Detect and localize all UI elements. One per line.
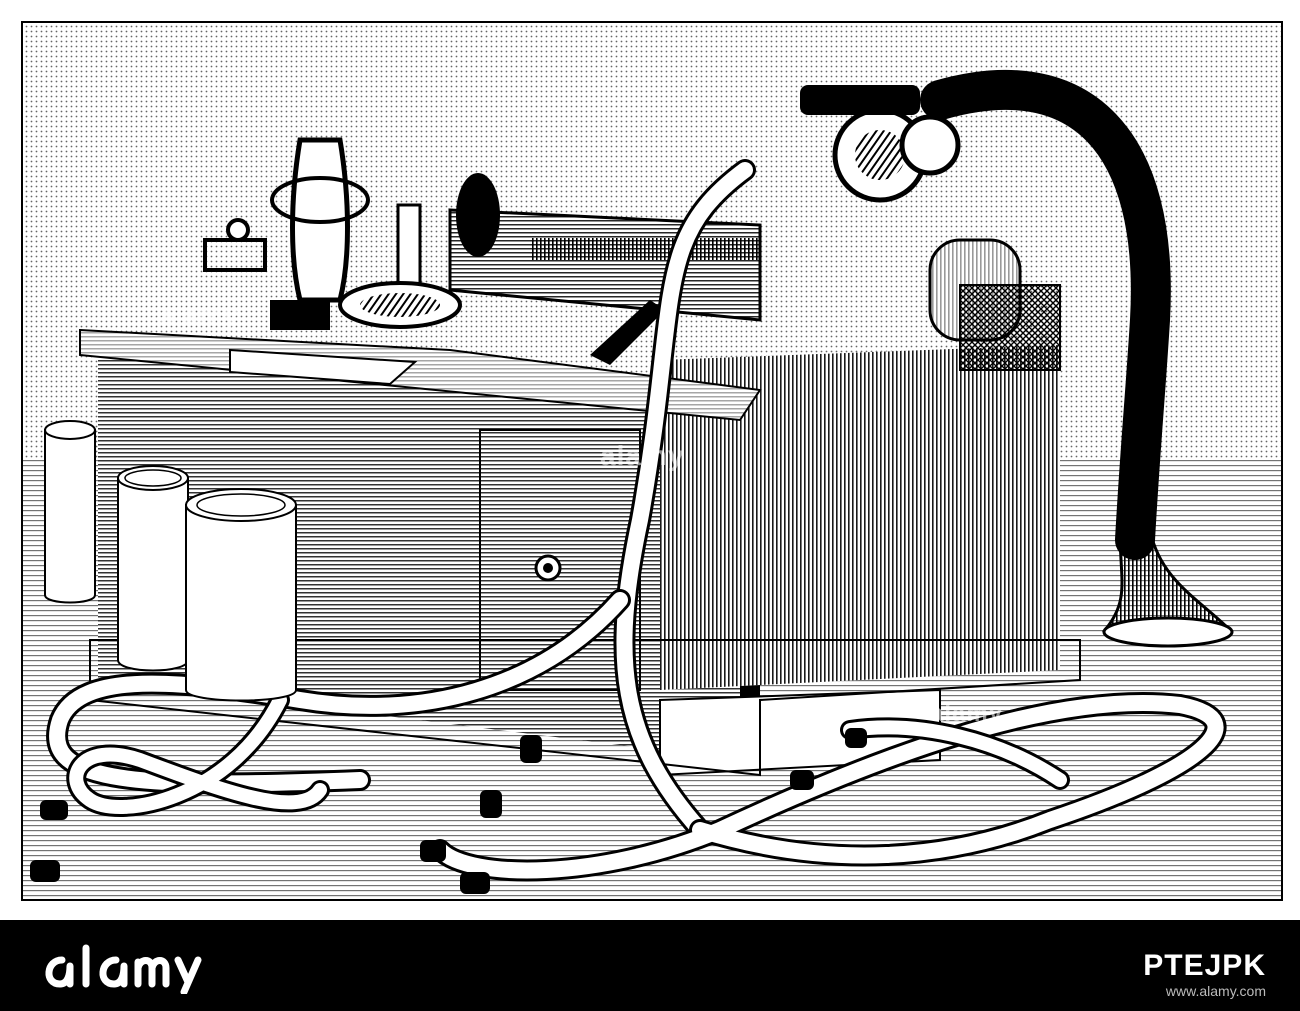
url-text: www.alamy.com xyxy=(1165,983,1266,999)
alamy-logo-icon xyxy=(38,944,204,994)
hose-ends xyxy=(30,728,867,894)
stock-banner: PTEJPK www.alamy.com xyxy=(0,920,1300,1011)
brand-wordmark[interactable] xyxy=(38,938,558,996)
wax-cylinders xyxy=(44,420,297,702)
hoses xyxy=(46,159,1227,882)
listening-horn xyxy=(920,70,1234,648)
image-id: PTEJPK xyxy=(1143,949,1266,982)
engraving-illustration xyxy=(21,21,1283,901)
